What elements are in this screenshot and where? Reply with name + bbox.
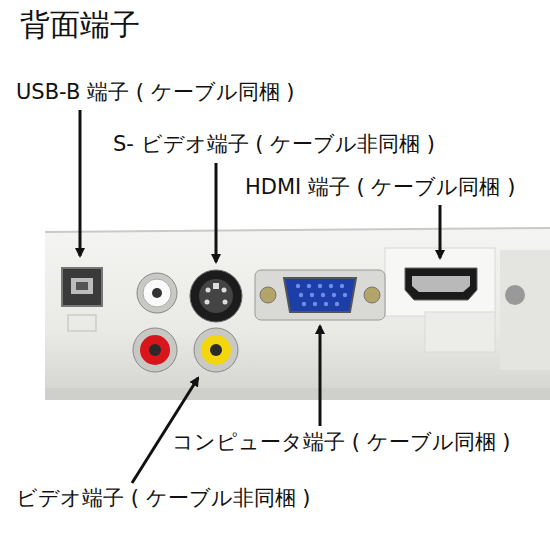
panel-body [45, 228, 550, 400]
panel-title: 背面端子 [20, 8, 140, 43]
rca-white-jack [137, 273, 177, 313]
port-label: HDMI 端子 ( ケーブル同梱 ) [245, 175, 515, 199]
s-video-jack [190, 270, 242, 322]
rca-yellow-jack [194, 328, 238, 372]
usb-b-port [62, 268, 102, 331]
hdmi-port [405, 268, 477, 300]
port-label: USB-B 端子 ( ケーブル同梱 ) [16, 80, 294, 104]
leader-arrows [80, 110, 440, 483]
vga-port [255, 270, 385, 320]
port-label: ビデオ端子 ( ケーブル非同梱 ) [16, 486, 310, 510]
port-label: S- ビデオ端子 ( ケーブル非同梱 ) [113, 132, 435, 156]
rca-red-jack [133, 328, 177, 372]
port-label: コンピュータ端子 ( ケーブル同梱 ) [172, 430, 510, 454]
